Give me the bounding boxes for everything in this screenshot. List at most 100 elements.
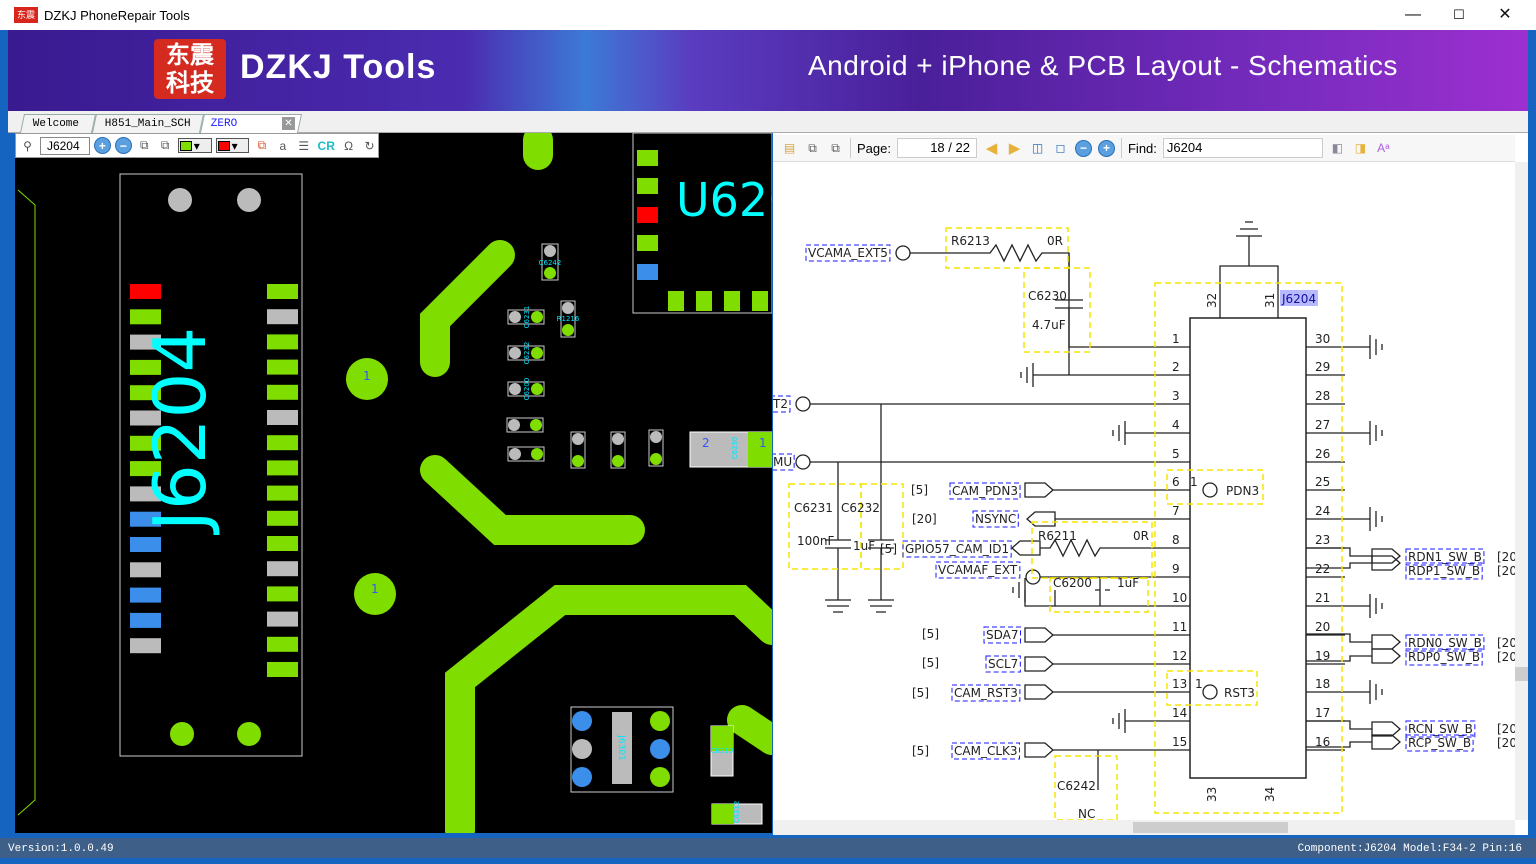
wire: [1012, 578, 1026, 602]
search-icon[interactable]: ⚲: [23, 138, 32, 153]
pad: [267, 435, 298, 451]
wire: [1024, 627, 1054, 643]
net-labels: VCAMA_EXT5T2MUCAM_PDN3NSYNCGPIO57_CAM_ID…: [773, 244, 1515, 760]
rotate-icon[interactable]: ↻: [364, 138, 375, 153]
wire: [1369, 335, 1383, 359]
pad: [544, 245, 556, 257]
wires: [795, 221, 1401, 790]
vertical-scrollbar[interactable]: [1515, 162, 1528, 820]
pad: [130, 461, 161, 477]
flip-right-icon[interactable]: ⧉: [139, 138, 149, 152]
net-label-box: [983, 626, 1021, 644]
pin-number: 29: [1315, 360, 1330, 374]
pad: [267, 586, 298, 602]
pin-number: 4: [1172, 418, 1180, 432]
part-label-c6242: C6242: [1057, 779, 1096, 793]
close-button[interactable]: ✕: [1498, 6, 1512, 23]
chip-body: [1189, 317, 1307, 779]
find-next-icon[interactable]: ◨: [1354, 141, 1367, 155]
pin-number: 17: [1315, 706, 1330, 720]
minimize-button[interactable]: —: [1405, 6, 1421, 23]
maximize-button[interactable]: ☐: [1453, 7, 1465, 22]
u620-outline: [632, 133, 772, 314]
tab-h851-main-sch[interactable]: H851_Main_SCH: [91, 114, 205, 133]
highlight-box: [1054, 755, 1118, 820]
rotate-right-icon[interactable]: ⧉: [808, 140, 817, 155]
font-icon[interactable]: Aᵃ: [1377, 141, 1390, 155]
page-ref: [20: [1497, 722, 1515, 736]
horizontal-scrollbar[interactable]: [773, 820, 1515, 835]
pad: [531, 383, 543, 395]
cr-button[interactable]: CR: [317, 138, 335, 153]
zoom-in-icon[interactable]: +: [1097, 139, 1115, 157]
component-label-u620: U620: [676, 173, 772, 227]
ohm-icon[interactable]: Ω: [344, 138, 354, 153]
prev-page-icon[interactable]: ◀: [985, 140, 998, 157]
net-label-t2: T2: [773, 397, 788, 411]
board-outline: [17, 189, 36, 816]
pad: [267, 611, 298, 627]
part-label-c6231v: 100nF: [797, 534, 835, 548]
test-point: [1202, 482, 1218, 498]
find-input[interactable]: J6204: [1162, 138, 1323, 158]
find-prev-icon[interactable]: ◧: [1331, 141, 1344, 155]
text-icon[interactable]: a: [279, 138, 287, 153]
j6204-outline: [119, 173, 303, 757]
pad: [612, 433, 624, 445]
layers-icon[interactable]: ⧉: [257, 138, 267, 152]
banner: 东震 科技 DZKJ Tools Android + iPhone & PCB …: [8, 30, 1528, 111]
rotate-left-icon[interactable]: ⧉: [831, 140, 840, 155]
page-input[interactable]: 18 / 22: [896, 138, 977, 158]
pad: [508, 419, 520, 431]
pad: [531, 347, 543, 359]
fit-page-icon[interactable]: ◻: [1055, 141, 1066, 155]
zoom-in-icon[interactable]: +: [93, 137, 111, 154]
wire: [1024, 742, 1054, 758]
list-icon[interactable]: ☰: [298, 138, 310, 153]
zoom-out-icon[interactable]: −: [1074, 139, 1092, 157]
pin-number: 14: [1172, 706, 1187, 720]
wire: [1306, 720, 1372, 748]
color-picker-2[interactable]: ▾: [215, 138, 250, 153]
tab-close-icon[interactable]: ✕: [282, 117, 295, 130]
tab-welcome[interactable]: Welcome: [19, 114, 97, 133]
zoom-out-icon[interactable]: −: [114, 137, 132, 154]
net-label-mu: MU: [773, 455, 792, 469]
pin-number: 27: [1315, 418, 1330, 432]
next-page-icon[interactable]: ▶: [1008, 140, 1021, 157]
page-ref: [5]: [912, 744, 929, 758]
wire: [1371, 734, 1401, 750]
pin-number: 3: [1172, 389, 1180, 403]
wire: [1371, 555, 1401, 571]
pad: [130, 309, 161, 325]
divider: [850, 138, 851, 158]
pcb-toolbar: ⚲ + − ⧉ ⧉ ▾ ▾ ⧉ a ☰ CR Ω ↻: [15, 133, 379, 158]
pad: [531, 448, 543, 460]
pcb-view[interactable]: J6204 U620 1 1 2 1 C6242 R1216 C6231 C62…: [15, 133, 772, 833]
net-label-box: [902, 540, 1012, 558]
pin-number: 20: [1315, 620, 1330, 634]
scroll-thumb[interactable]: [1133, 822, 1288, 833]
fit-width-icon[interactable]: ◫: [1031, 141, 1044, 155]
flip-left-icon[interactable]: ⧉: [160, 138, 170, 152]
wire: [1219, 265, 1279, 318]
pad: [530, 419, 542, 431]
document-icon[interactable]: ▤: [783, 141, 796, 155]
scroll-thumb[interactable]: [1515, 667, 1528, 681]
highlight-box: [1166, 670, 1258, 706]
pin-number: 19: [1315, 649, 1330, 663]
net-label-rdp0: RDP0_SW_B: [1408, 650, 1480, 664]
component-search-input[interactable]: [39, 136, 90, 155]
find-value: J6204: [1166, 140, 1203, 155]
pcb-canvas[interactable]: J6204 U620 1 1 2 1 C6242 R1216 C6231 C62…: [15, 133, 772, 833]
wire: [1371, 721, 1401, 737]
highlight-box: [1154, 282, 1343, 814]
component-label-j6204: J6204: [138, 327, 222, 535]
part-label-c6231: C6231: [794, 501, 833, 515]
page-ref: [20: [1497, 736, 1515, 750]
connector: [1025, 569, 1041, 585]
color-picker-1[interactable]: ▾: [177, 138, 212, 153]
